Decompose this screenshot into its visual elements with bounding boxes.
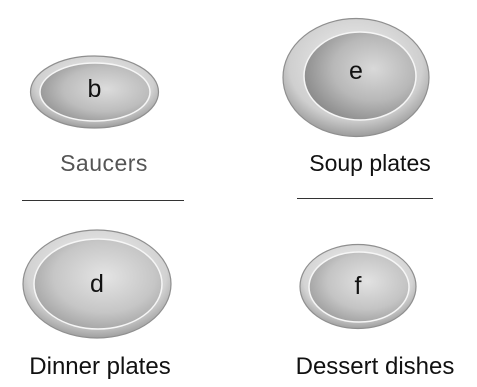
caption-dessert-dishes: Dessert dishes — [295, 353, 455, 380]
dish-letter-d: d — [90, 270, 104, 298]
dinner-plate-icon — [22, 229, 172, 339]
caption-saucers: Saucers — [60, 150, 148, 176]
soup-plate-dish: e — [281, 17, 431, 138]
divider-right — [297, 198, 433, 199]
dish-letter-f: f — [354, 272, 362, 300]
divider-left — [22, 200, 184, 201]
caption-soup-plates: Soup plates — [309, 150, 431, 176]
dinner-plate-dish: d — [22, 229, 172, 339]
dessert-dish-icon — [299, 243, 417, 330]
soup-plate-icon — [282, 17, 430, 138]
caption-dinner-plates: Dinner plates — [29, 353, 171, 380]
saucer-plate-icon — [29, 55, 160, 129]
dish-letter-e: e — [349, 57, 363, 85]
saucer-dish: b — [29, 54, 160, 130]
dessert-dish: f — [299, 243, 417, 330]
dish-letter-b: b — [87, 75, 102, 103]
